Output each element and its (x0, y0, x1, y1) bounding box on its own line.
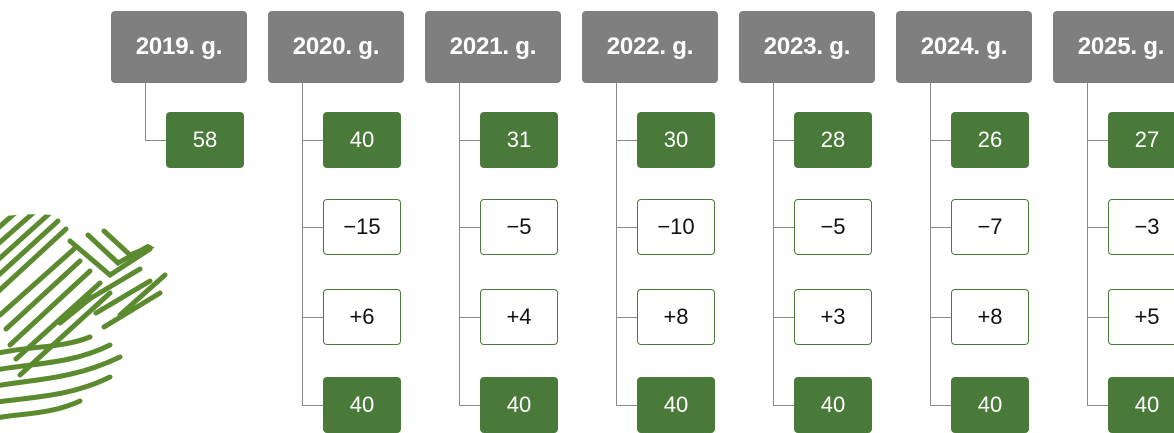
year-column: 2024. g. 26 −7 +8 40 (896, 0, 1056, 433)
connector-branch (459, 405, 480, 406)
year-column: 2020. g. 40 −15 +6 40 (268, 0, 428, 433)
year-header: 2024. g. (896, 11, 1032, 83)
total-value-box: 40 (480, 377, 558, 433)
connector-branch (773, 227, 794, 228)
change-value-box: +4 (480, 289, 558, 345)
total-value-box: 40 (794, 377, 872, 433)
connector-branch (145, 140, 166, 141)
year-column: 2022. g. 30 −10 +8 40 (582, 0, 742, 433)
year-column: 2021. g. 31 −5 +4 40 (425, 0, 585, 433)
connector-branch (616, 140, 637, 141)
connector-branch (616, 317, 637, 318)
connector-branch (930, 405, 951, 406)
connector-branch (1087, 317, 1108, 318)
total-value-box: 26 (951, 112, 1029, 168)
change-value-box: +6 (323, 289, 401, 345)
fingerprint-icon (0, 214, 173, 422)
connector-branch (773, 405, 794, 406)
year-header: 2021. g. (425, 11, 561, 83)
change-value-box: +3 (794, 289, 872, 345)
connector-branch (1087, 405, 1108, 406)
change-value-box: −5 (480, 199, 558, 255)
connector-line (459, 83, 460, 405)
change-value-box: −3 (1108, 199, 1174, 255)
connector-branch (616, 227, 637, 228)
total-value-box: 27 (1108, 112, 1174, 168)
connector-line (616, 83, 617, 405)
connector-branch (302, 405, 323, 406)
connector-branch (773, 317, 794, 318)
total-value-box: 40 (323, 377, 401, 433)
connector-line (773, 83, 774, 405)
total-value-box: 58 (166, 112, 244, 168)
connector-line (145, 83, 146, 140)
connector-branch (302, 227, 323, 228)
year-column: 2023. g. 28 −5 +3 40 (739, 0, 899, 433)
total-value-box: 40 (951, 377, 1029, 433)
connector-branch (930, 227, 951, 228)
connector-line (930, 83, 931, 405)
total-value-box: 40 (323, 112, 401, 168)
change-value-box: −7 (951, 199, 1029, 255)
change-value-box: −5 (794, 199, 872, 255)
connector-branch (302, 140, 323, 141)
connector-branch (930, 317, 951, 318)
connector-branch (302, 317, 323, 318)
change-value-box: +5 (1108, 289, 1174, 345)
year-header: 2020. g. (268, 11, 404, 83)
connector-branch (459, 140, 480, 141)
year-header: 2022. g. (582, 11, 718, 83)
total-value-box: 40 (1108, 377, 1174, 433)
year-header: 2023. g. (739, 11, 875, 83)
year-column: 2025. g. 27 −3 +5 40 (1053, 0, 1174, 433)
connector-line (1087, 83, 1088, 405)
year-header: 2025. g. (1053, 11, 1174, 83)
connector-branch (930, 140, 951, 141)
connector-branch (1087, 140, 1108, 141)
connector-line (302, 83, 303, 405)
change-value-box: −10 (637, 199, 715, 255)
connector-branch (616, 405, 637, 406)
connector-branch (1087, 227, 1108, 228)
total-value-box: 40 (637, 377, 715, 433)
total-value-box: 28 (794, 112, 872, 168)
change-value-box: +8 (951, 289, 1029, 345)
change-value-box: −15 (323, 199, 401, 255)
connector-branch (459, 317, 480, 318)
year-column: 2019. g. 58 (111, 0, 271, 429)
connector-branch (773, 140, 794, 141)
total-value-box: 30 (637, 112, 715, 168)
year-header: 2019. g. (111, 11, 247, 83)
connector-branch (459, 227, 480, 228)
change-value-box: +8 (637, 289, 715, 345)
total-value-box: 31 (480, 112, 558, 168)
